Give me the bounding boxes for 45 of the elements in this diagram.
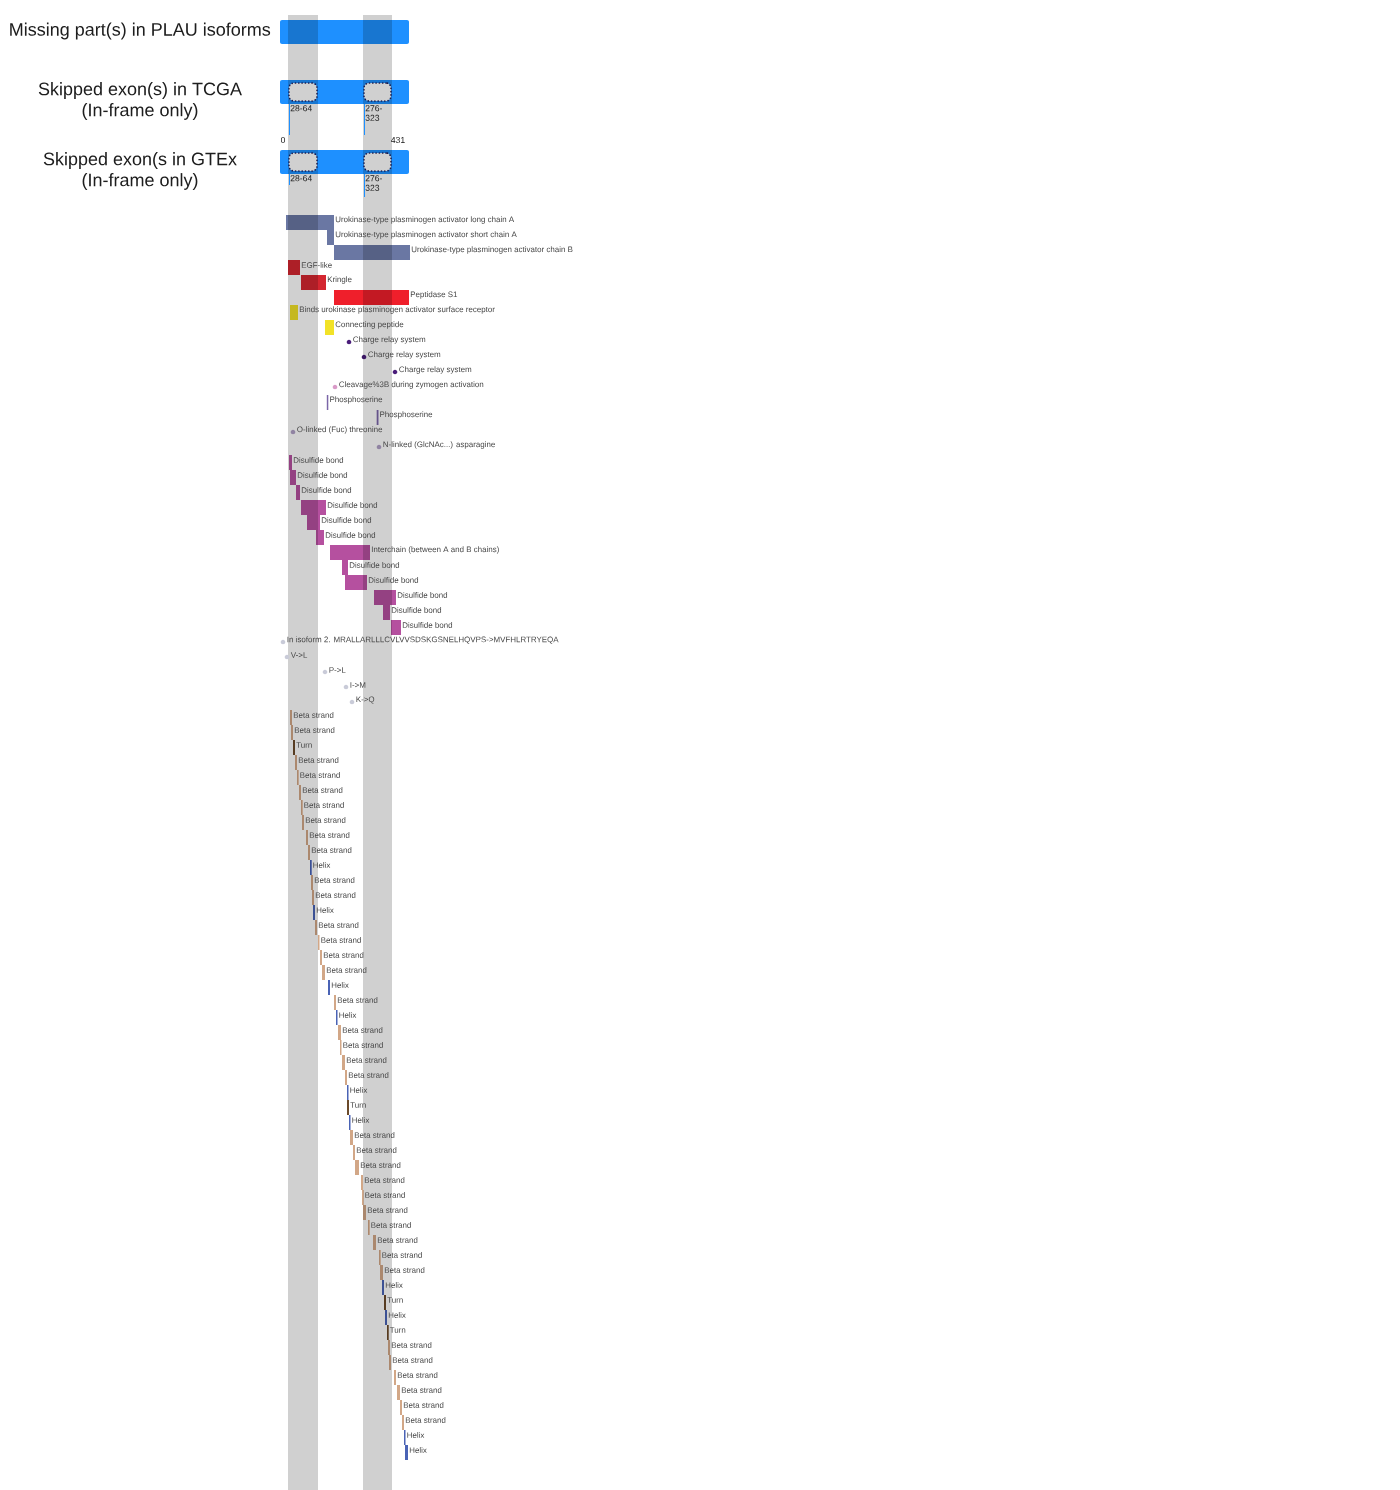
feature-bar xyxy=(290,305,298,320)
exon-box xyxy=(363,152,392,172)
feature-bar xyxy=(316,530,324,545)
exon-range-label: 28-64 xyxy=(290,105,312,112)
feature-bar xyxy=(286,215,334,230)
feature-bar xyxy=(290,470,296,485)
feature-bar xyxy=(325,320,334,335)
feature-bar xyxy=(374,590,396,605)
feature-bar xyxy=(397,1385,400,1400)
feature-bar xyxy=(345,575,367,590)
feature-bar xyxy=(289,455,292,470)
feature-bar xyxy=(373,1235,376,1250)
feature-bar xyxy=(334,245,410,260)
feature-bar xyxy=(288,260,300,275)
feature-bar xyxy=(327,230,334,245)
feature-bar xyxy=(376,410,379,425)
exon-box xyxy=(288,152,318,172)
track-title: Missing part(s) in PLAU isoforms xyxy=(10,22,271,40)
feature-bar xyxy=(307,515,320,530)
exon-range-label: 276-323 xyxy=(365,175,383,191)
feature-bar xyxy=(338,1025,341,1040)
feature-bar xyxy=(380,1265,383,1280)
feature-bar xyxy=(330,545,370,560)
track-title: Skipped exon(s in GTEx (In-frame only) xyxy=(43,152,237,190)
feature-bar xyxy=(363,1205,366,1220)
scale-label: 431 xyxy=(391,136,405,144)
feature-bar xyxy=(342,560,348,575)
feature-bar xyxy=(326,395,329,410)
exon-range-label: 28-64 xyxy=(290,175,312,182)
feature-bar xyxy=(301,500,326,515)
exon-box xyxy=(363,82,392,102)
exon-box xyxy=(288,82,318,102)
feature-bar xyxy=(405,1445,408,1460)
feature-bar xyxy=(334,290,409,305)
feature-bar xyxy=(383,605,390,620)
feature-bar xyxy=(391,620,401,635)
exon-range-label: 276-323 xyxy=(365,105,383,121)
feature-bar xyxy=(296,485,300,500)
feature-bar xyxy=(322,965,325,980)
scale-label: 0 xyxy=(280,136,286,144)
feature-bar xyxy=(355,1160,359,1175)
feature-bar xyxy=(301,275,326,290)
track-title: Skipped exon(s) in TCGA (In-frame only) xyxy=(38,82,242,120)
feature-bar xyxy=(342,1055,345,1070)
feature-bar xyxy=(350,1130,353,1145)
